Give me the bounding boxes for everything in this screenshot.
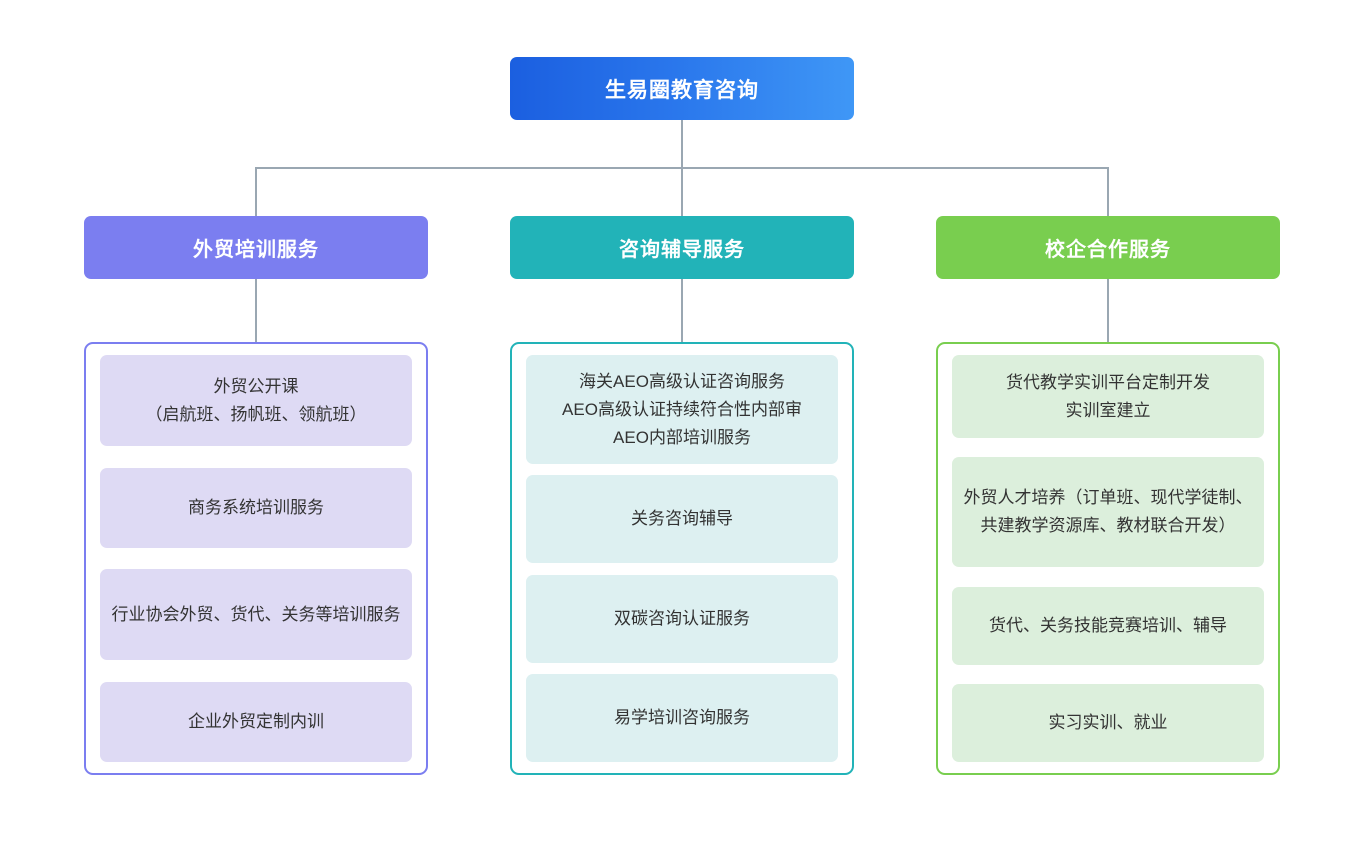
- branch-column-1: 外贸培训服务: [84, 216, 428, 279]
- service-card[interactable]: 货代、关务技能竞赛培训、辅导: [952, 586, 1264, 665]
- service-card[interactable]: 行业协会外贸、货代、关务等培训服务: [100, 569, 412, 661]
- service-card[interactable]: 易学培训咨询服务: [526, 673, 838, 762]
- branch-card-container-2: 海关AEO高级认证咨询服务 AEO高级认证持续符合性内部审 AEO内部培训服务 …: [510, 342, 854, 775]
- root-node-label: 生易圈教育咨询: [605, 78, 759, 102]
- root-node[interactable]: 生易圈教育咨询: [510, 57, 854, 120]
- branch-header-label: 外贸培训服务: [193, 239, 319, 261]
- service-card[interactable]: 海关AEO高级认证咨询服务 AEO高级认证持续符合性内部审 AEO内部培训服务: [526, 355, 838, 464]
- connector-drop-branch-2: [681, 167, 683, 216]
- service-card[interactable]: 实习实训、就业: [952, 683, 1264, 762]
- connector-header-to-box-3: [1107, 279, 1109, 343]
- branch-header-waimao-peixun[interactable]: 外贸培训服务: [84, 216, 428, 279]
- branch-header-label: 校企合作服务: [1045, 239, 1171, 261]
- service-card[interactable]: 关务咨询辅导: [526, 475, 838, 564]
- branch-column-3: 校企合作服务: [936, 216, 1280, 279]
- service-card[interactable]: 外贸人才培养（订单班、现代学徒制、共建教学资源库、教材联合开发）: [952, 457, 1264, 568]
- service-card[interactable]: 双碳咨询认证服务: [526, 574, 838, 663]
- branch-card-container-3: 货代教学实训平台定制开发 实训室建立 外贸人才培养（订单班、现代学徒制、共建教学…: [936, 342, 1280, 775]
- connector-drop-branch-1: [255, 167, 257, 216]
- branch-header-label: 咨询辅导服务: [619, 239, 745, 261]
- branch-card-container-1: 外贸公开课 （启航班、扬帆班、领航班） 商务系统培训服务 行业协会外贸、货代、关…: [84, 342, 428, 775]
- connector-drop-branch-3: [1107, 167, 1109, 216]
- service-card[interactable]: 企业外贸定制内训: [100, 681, 412, 762]
- service-card[interactable]: 外贸公开课 （启航班、扬帆班、领航班）: [100, 355, 412, 446]
- branch-column-2: 咨询辅导服务: [510, 216, 854, 279]
- service-card[interactable]: 商务系统培训服务: [100, 467, 412, 548]
- branch-header-zixun-fudao[interactable]: 咨询辅导服务: [510, 216, 854, 279]
- connector-root-stem: [681, 120, 683, 168]
- connector-header-to-box-2: [681, 279, 683, 343]
- service-card[interactable]: 货代教学实训平台定制开发 实训室建立: [952, 355, 1264, 438]
- connector-header-to-box-1: [255, 279, 257, 343]
- branch-header-xiaoqi-hezuo[interactable]: 校企合作服务: [936, 216, 1280, 279]
